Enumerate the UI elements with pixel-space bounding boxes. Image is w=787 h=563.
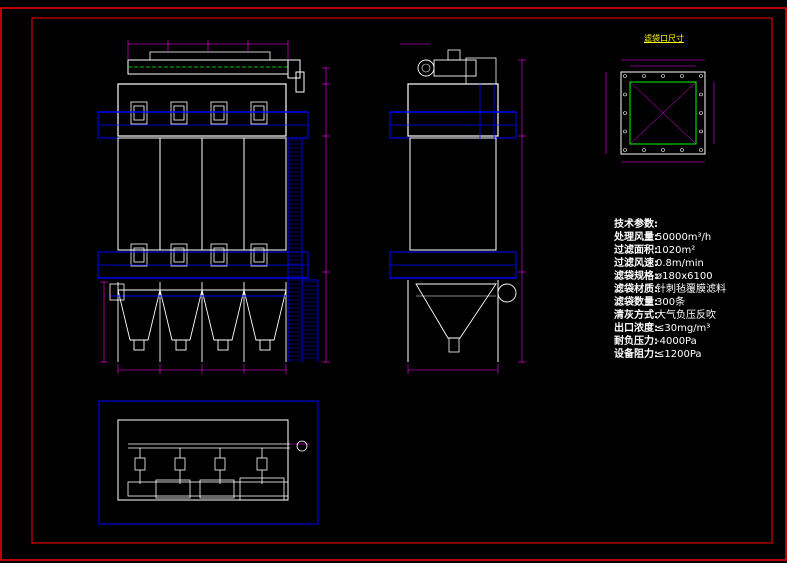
spec-value: 大气负压反吹 [656,310,716,321]
spec-label: 处理风量: [614,232,658,243]
spec-value: ø180x6100 [656,271,713,282]
spec-row: 清灰方式:大气负压反吹 [614,309,716,322]
plan-view [98,400,319,525]
inner-border [31,17,773,544]
spec-label: 清灰方式: [614,310,658,321]
spec-row: 滤袋规格:ø180x6100 [614,270,713,283]
side-elevation [389,43,526,374]
spec-row: 出口浓度:≤30mg/m³ [614,322,710,335]
spec-value: 300条 [656,297,686,308]
spec-label: 滤袋数量: [614,297,658,308]
spec-label: 过滤面积: [614,245,658,256]
spec-label: 技术参数: [614,219,658,230]
spec-label: 设备阻力: [614,349,658,360]
spec-value: 针刺毡覆膜滤料 [656,284,726,295]
spec-row: 过滤面积:1020m² [614,244,695,257]
flange-detail [605,59,715,163]
spec-value: 50000m³/h [656,232,712,243]
spec-label: 耐负压力: [614,336,658,347]
spec-value: ≤30mg/m³ [656,323,711,334]
spec-value: ≤1200Pa [656,349,702,360]
spec-row: 耐负压力:-4000Pa [614,335,697,348]
spec-row: 过滤风速:0.8m/min [614,257,704,270]
spec-label: 出口浓度: [614,323,658,334]
spec-value: 1020m² [656,245,696,256]
spec-value: 0.8m/min [656,258,704,269]
spec-row: 滤袋材质:针刺毡覆膜滤料 [614,283,726,296]
front-elevation [97,40,330,374]
spec-label: 滤袋规格: [614,271,658,282]
flange-title: 滤袋口尺寸 [644,34,684,43]
spec-label: 过滤风速: [614,258,658,269]
spec-row: 设备阻力:≤1200Pa [614,348,702,361]
spec-label: 滤袋材质: [614,284,658,295]
spec-row: 技术参数: [614,218,658,231]
spec-row: 滤袋数量:300条 [614,296,685,309]
spec-value: -4000Pa [656,336,697,347]
outer-border [0,7,787,561]
spec-row: 处理风量:50000m³/h [614,231,711,244]
